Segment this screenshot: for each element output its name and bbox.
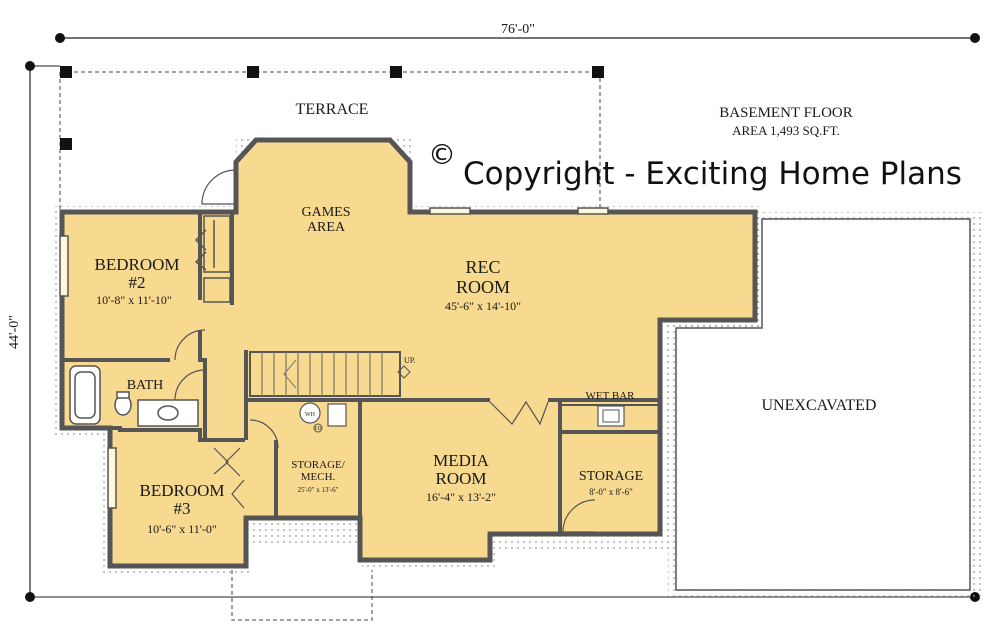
rec-room-label-line1: REC — [465, 257, 500, 277]
bedroom3-size: 10'-6" x 11'-0" — [147, 522, 217, 536]
rec-room-size: 45'-6" x 14'-10" — [445, 299, 521, 313]
house-footprint — [59, 137, 758, 569]
windows — [59, 207, 609, 509]
unexcavated-area — [668, 212, 985, 600]
bedroom2-size: 10'-8" x 11'-10" — [96, 293, 172, 307]
media-room-size: 16'-4" x 13'-2" — [426, 490, 496, 504]
width-dimension-label: 76'-0" — [501, 22, 535, 37]
games-area-label-line1: GAMES — [301, 205, 350, 220]
copyright-banner: © Copyright - Exciting Home Plans — [428, 138, 962, 192]
games-area-label-line2: AREA — [307, 220, 346, 235]
rec-room-label-line2: ROOM — [456, 277, 510, 297]
wet-bar-sink — [597, 405, 625, 427]
storage-mech-label-line2: MECH. — [301, 471, 336, 483]
depth-dimension-label: 44'-0" — [7, 315, 22, 349]
bedroom3-label-line1: BEDROOM — [139, 481, 224, 500]
floor-drain-label: FD — [315, 427, 322, 432]
bedroom3-label-line2: #3 — [174, 499, 191, 518]
terrace-outline — [59, 66, 604, 212]
storage-label: STORAGE — [579, 469, 643, 484]
floor-area: AREA 1,493 SQ.FT. — [732, 123, 840, 138]
storage-mech-size: 25'-0" x 13'-6" — [298, 486, 339, 494]
media-room-label-line1: MEDIA — [433, 451, 489, 470]
width-dimension: 76'-0" — [55, 22, 980, 43]
bath-label: BATH — [127, 378, 164, 393]
floor-title: BASEMENT FLOOR — [719, 105, 853, 121]
storage-size: 8'-0" x 8'-6" — [589, 487, 633, 497]
stair: UP. — [249, 351, 415, 397]
stair-up-label: UP. — [404, 356, 415, 365]
doors — [174, 169, 596, 533]
media-room-label-line2: ROOM — [435, 469, 486, 488]
bedroom2-label-line1: BEDROOM — [94, 255, 179, 274]
water-heater-label: WH — [305, 412, 316, 418]
unexcavated-label: UNEXCAVATED — [762, 397, 877, 414]
terrace-label: TERRACE — [296, 101, 369, 118]
bedroom2-label-line2: #2 — [129, 273, 146, 292]
bath-fixtures — [69, 365, 199, 427]
porch-outline — [231, 570, 373, 621]
closet-details — [194, 215, 231, 303]
copyright-symbol: © — [428, 138, 456, 171]
storage-mech-label-line1: STORAGE/ — [291, 459, 346, 471]
wet-bar-label: WET BAR — [586, 390, 636, 402]
copyright-text: Copyright - Exciting Home Plans — [463, 156, 962, 192]
mech-equipment: WH FD — [299, 402, 347, 433]
